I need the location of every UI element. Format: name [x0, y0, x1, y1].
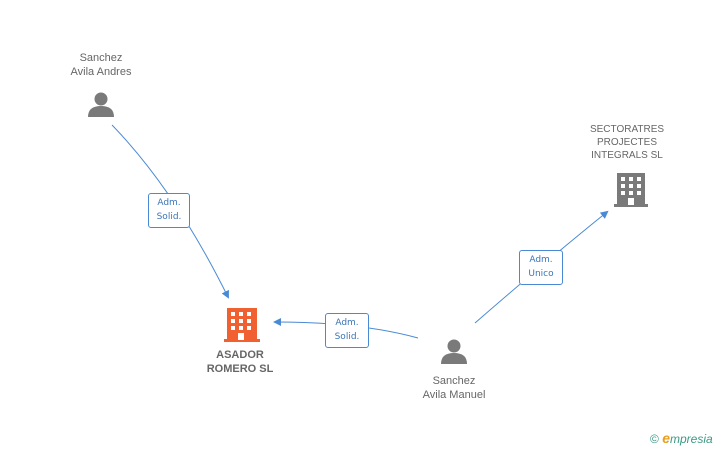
- building-icon-asador: [224, 308, 260, 342]
- node-label-manuel-line2: Avila Manuel: [422, 389, 486, 401]
- brand-initial: e: [662, 430, 670, 446]
- node-label-sectoratres-line3: INTEGRALS SL: [591, 150, 663, 161]
- node-label-sectoratres-line1: SECTORATRES: [589, 124, 665, 135]
- building-icon-sectoratres: [614, 173, 648, 207]
- node-label-andres-line1: Sanchez: [79, 52, 123, 64]
- node-label-manuel: Sanchez Avila Manuel: [393, 374, 515, 402]
- edge-label-manuel-to-asador: Adm. Solid.: [325, 313, 369, 348]
- edge-label-andres-line2: Solid.: [156, 212, 182, 222]
- edge-label-manuel-sector-line1: Adm.: [529, 255, 553, 265]
- edge-label-andres-to-asador: Adm. Solid.: [148, 193, 190, 228]
- node-label-sectoratres: SECTORATRES PROJECTES INTEGRALS SL: [567, 123, 687, 162]
- edge-label-manuel-sector-line2: Unico: [528, 269, 554, 279]
- person-icon-andres: [88, 92, 114, 117]
- edge-label-andres-line1: Adm.: [157, 198, 181, 208]
- edge-label-manuel-asador-line2: Solid.: [334, 332, 360, 342]
- person-icon-manuel: [441, 339, 467, 364]
- brand-rest: mpresia: [669, 432, 713, 446]
- node-label-manuel-line1: Sanchez: [432, 375, 476, 387]
- watermark: © empresia: [650, 430, 713, 446]
- edge-label-manuel-to-sectoratres: Adm. Unico: [519, 250, 563, 285]
- edge-label-manuel-asador-line1: Adm.: [335, 318, 359, 328]
- node-label-sectoratres-line2: PROJECTES: [596, 137, 657, 148]
- node-label-asador-line1: ASADOR: [216, 349, 264, 361]
- node-label-asador-line2: ROMERO SL: [206, 363, 274, 375]
- node-label-andres: Sanchez Avila Andres: [40, 51, 162, 79]
- node-label-asador: ASADOR ROMERO SL: [180, 348, 300, 376]
- copyright-symbol: ©: [650, 432, 659, 446]
- node-label-andres-line2: Avila Andres: [70, 66, 132, 78]
